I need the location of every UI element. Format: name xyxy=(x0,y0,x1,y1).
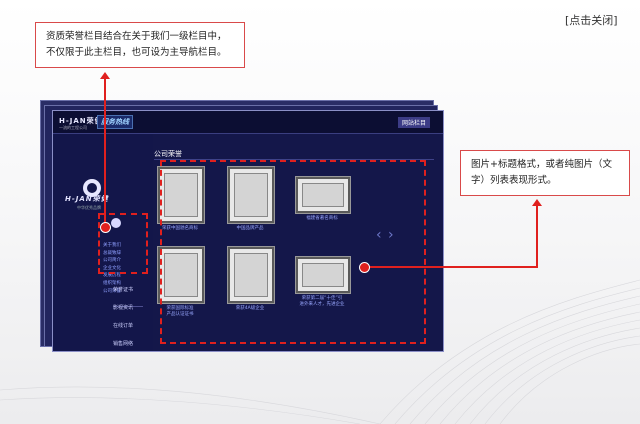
certificate-image[interactable] xyxy=(158,167,204,223)
header-logo[interactable]: H-JAN荣健 xyxy=(59,117,103,125)
callout-qualification: 资质荣誉栏目结合在关于我们一级栏目中，不仅限于此主栏目，也可设为主导航栏目。 xyxy=(35,22,245,68)
sidebar-divider xyxy=(113,306,143,307)
chevron-right-icon[interactable]: › xyxy=(388,227,394,243)
brand-logo-inner xyxy=(87,183,97,193)
hotline-badge[interactable]: 服务热线 xyxy=(97,115,133,129)
certificate-image[interactable] xyxy=(228,167,274,223)
side-nav-item[interactable]: 荣誉证书 xyxy=(113,287,134,293)
side-nav-item[interactable]: 影视资讯 xyxy=(113,305,134,311)
arrow-up-icon xyxy=(100,72,110,79)
certificate-image[interactable] xyxy=(296,257,350,293)
sub-menu-item[interactable]: 企业文化 xyxy=(103,265,121,271)
sub-menu-item[interactable]: 发展历程 xyxy=(103,273,121,279)
site-nav-button[interactable]: 网站栏目 xyxy=(398,117,431,128)
certificate-caption[interactable]: 荣获4A级企业 xyxy=(235,306,265,311)
connector-dot xyxy=(100,222,111,233)
certificate-card[interactable]: 中国品牌产品 xyxy=(224,167,276,232)
certificate-card[interactable]: 荣获国际标准 产品认证证书 xyxy=(154,247,206,318)
close-link[interactable]: [点击关闭] xyxy=(565,14,618,27)
sub-menu-item[interactable]: 关于我们 xyxy=(103,243,121,248)
certificate-card[interactable]: 荣获第二届“十佳”引 进外来人才，先进企业 xyxy=(296,257,350,308)
sub-menu-item[interactable]: 组织架构 xyxy=(103,280,121,286)
sub-menu: 关于我们 总裁致辞 公司简介 企业文化 发展历程 组织架构 公司荣誉 xyxy=(103,242,137,295)
connector-line xyxy=(536,205,538,268)
certificate-card[interactable]: 荣获4A级企业 xyxy=(224,247,276,312)
sub-menu-item[interactable]: 总裁致辞 xyxy=(103,250,121,256)
section-divider xyxy=(154,159,434,160)
certificate-caption[interactable]: 中国品牌产品 xyxy=(236,226,264,231)
certificate-caption[interactable]: 福建省著名商标 xyxy=(306,216,338,221)
certificate-image[interactable] xyxy=(228,247,274,303)
callout-image-list: 图片+标题格式，或者纯图片（文字）列表表现形式。 xyxy=(460,150,630,196)
website-preview-window: H-JAN荣健 一流的工程公司 服务热线 网站栏目 H-JAN荣健 中华优秀品牌… xyxy=(52,110,444,352)
header-logo-sub: 一流的工程公司 xyxy=(59,125,87,130)
top-bar: H-JAN荣健 一流的工程公司 服务热线 网站栏目 xyxy=(53,111,443,134)
certificate-image[interactable] xyxy=(296,177,350,213)
certificate-caption[interactable]: 荣获中国驰名商标 xyxy=(162,226,198,231)
submenu-highlight-box xyxy=(98,213,148,274)
arrow-up-icon xyxy=(532,199,542,206)
chevron-left-icon[interactable]: ‹ xyxy=(376,227,382,243)
section-title: 公司荣誉 xyxy=(154,150,182,158)
sub-menu-item[interactable]: 公司简介 xyxy=(103,258,121,264)
small-logo-icon xyxy=(111,218,121,228)
certificate-caption[interactable]: 荣获第二届“十佳”引 进外来人才，先进企业 xyxy=(299,296,345,307)
brand-slogan: 中华优秀品牌 xyxy=(77,205,101,210)
connector-line xyxy=(365,266,537,268)
certificate-image[interactable] xyxy=(158,247,204,303)
sidebar: H-JAN荣健 中华优秀品牌 关于我们 总裁致辞 公司简介 企业文化 发展历程 … xyxy=(53,134,153,351)
sub-menu-item[interactable]: 公司荣誉 xyxy=(103,288,121,294)
certificate-card[interactable]: 福建省著名商标 xyxy=(296,177,350,222)
brand-name: H-JAN荣健 xyxy=(65,195,109,203)
side-nav-item[interactable]: 销售网络 xyxy=(113,341,134,347)
side-nav-item[interactable]: 在线订单 xyxy=(113,323,134,329)
connector-dot xyxy=(359,262,370,273)
connector-line xyxy=(104,78,106,226)
side-nav: 荣誉证书 影视资讯 在线订单 销售网络 xyxy=(113,286,134,351)
certificate-card[interactable]: 荣获中国驰名商标 xyxy=(154,167,206,232)
content-highlight-box xyxy=(160,160,426,344)
certificate-caption[interactable]: 荣获国际标准 产品认证证书 xyxy=(166,306,194,317)
